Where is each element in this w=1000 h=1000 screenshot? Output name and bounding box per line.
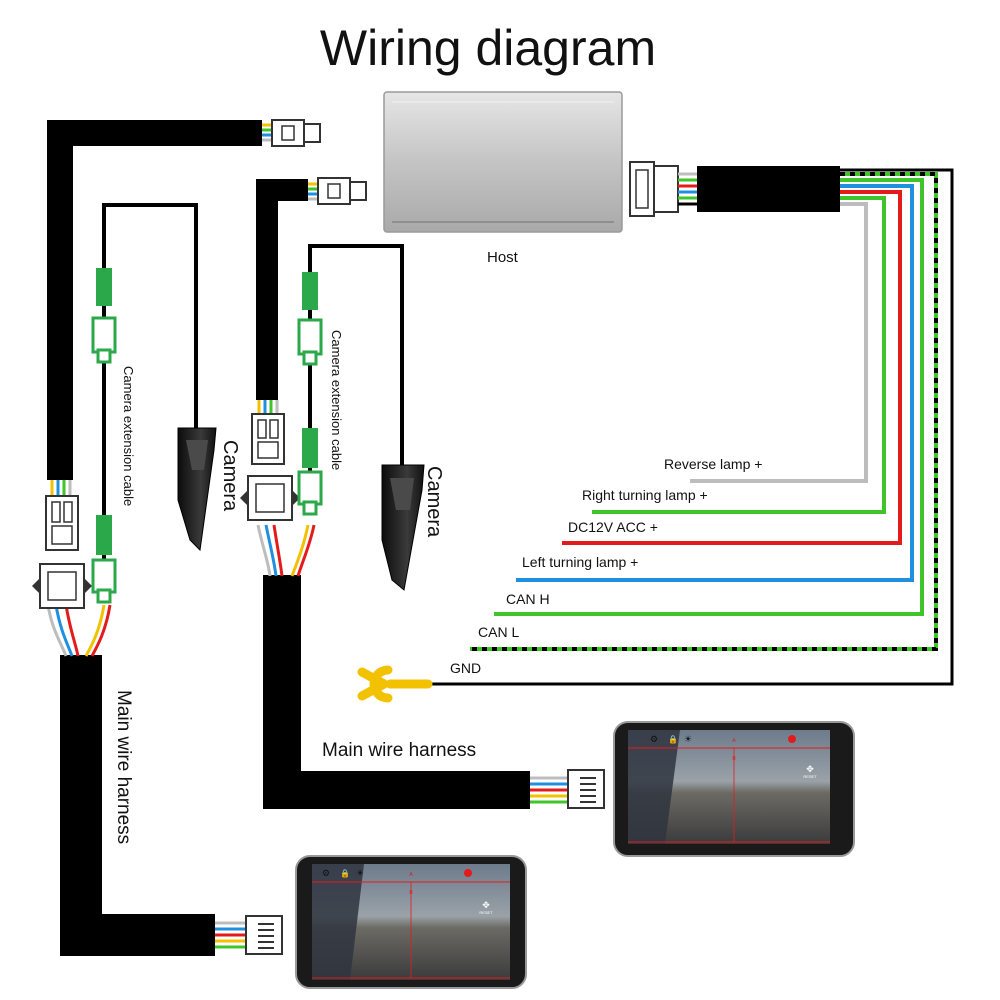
settings-icon: ⚙ (322, 868, 330, 878)
left-harness-connector (45, 480, 79, 551)
brightness-icon: ☀ (684, 734, 692, 744)
host-connector (629, 161, 698, 217)
display-screen-left: ⚙ 🔒 ☀ A B RESET ✥ (295, 855, 527, 989)
ground-lug-icon (357, 665, 433, 703)
screen-label-b: B (409, 890, 413, 896)
display-screen-right: ⚙ 🔒 ☀ A B RESET ✥ (613, 721, 855, 857)
page-title: Wiring diagram (320, 20, 656, 76)
left-camera (177, 427, 217, 552)
move-icon: ✥ (806, 764, 814, 774)
left-extension-cable (91, 203, 198, 604)
right-top-connector (317, 177, 367, 205)
screen-label-b: B (732, 756, 736, 762)
right-camera (381, 464, 425, 591)
host-cable-block (697, 166, 840, 212)
right-extension-cable-label: Camera extension cable (329, 330, 344, 470)
screen-label-a: A (409, 872, 413, 878)
wire-label: Right turning lamp + (582, 487, 708, 503)
right-harness-label: Main wire harness (322, 740, 476, 761)
wire-can-l-dash (470, 172, 938, 651)
left-harness (46, 120, 272, 956)
left-camera-label: Camera (219, 440, 241, 512)
left-screen-plug (245, 915, 283, 955)
right-camera-label: Camera (423, 466, 445, 538)
wire-label: DC12V ACC + (568, 519, 658, 535)
wire-label: Left turning lamp + (522, 554, 638, 570)
move-icon: ✥ (482, 900, 490, 910)
wire-label: Reverse lamp + (664, 456, 762, 472)
wire-gnd (428, 168, 954, 686)
left-bottom-connector (32, 563, 92, 609)
wire-left-turning-lamp (516, 184, 914, 582)
signal-wires: Reverse lamp + Right turning lamp + DC12V … (428, 168, 954, 686)
right-harness (256, 179, 568, 809)
wire-label: CAN H (506, 591, 550, 607)
screen-reset-label: RESET (479, 910, 493, 915)
screen-reset-label: RESET (803, 774, 817, 779)
right-extension-cable (297, 244, 404, 516)
wire-can-h (494, 178, 924, 616)
host-label: Host (487, 249, 519, 266)
wire-label: CAN L (478, 624, 519, 640)
lock-icon: 🔒 (340, 869, 350, 878)
host-unit (383, 91, 623, 233)
left-top-connector (271, 119, 321, 147)
right-harness-connector (251, 400, 285, 465)
lock-icon: 🔒 (668, 735, 678, 744)
right-bottom-connector (240, 475, 300, 521)
right-screen-plug (567, 769, 605, 809)
screen-label-a: A (732, 738, 736, 744)
left-extension-cable-label: Camera extension cable (121, 366, 136, 506)
brightness-icon: ☀ (356, 868, 364, 878)
wire-reverse-lamp (690, 202, 868, 483)
wire-dc12v-acc (562, 190, 902, 545)
wire-label: GND (450, 660, 481, 676)
left-harness-label: Main wire harness (113, 690, 134, 844)
settings-icon: ⚙ (650, 734, 658, 744)
wire-right-turning-lamp (592, 196, 886, 514)
